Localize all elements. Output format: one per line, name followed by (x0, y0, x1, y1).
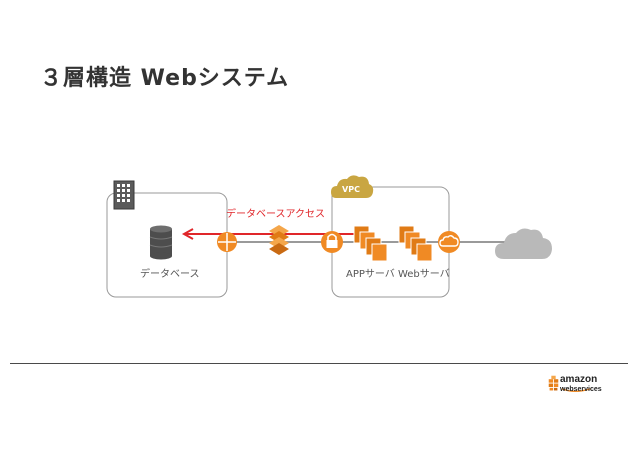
internet-gateway-icon (438, 231, 460, 253)
aws-logo-text: amazon (560, 374, 598, 385)
database-label: データベース (140, 269, 200, 280)
web-server-instances-icon (398, 225, 433, 262)
page-title: ３層構造 Webシステム (40, 66, 290, 91)
vpc-badge-icon (331, 175, 374, 198)
vpc-badge-text: VPC (342, 185, 360, 194)
servers-label: APPサーバ Webサーバ (346, 269, 450, 280)
router-icon (217, 232, 237, 252)
aws-logo-subtext: webservices (560, 386, 602, 393)
internet-cloud-icon (495, 228, 552, 259)
db-access-label: データベースアクセス (226, 209, 325, 220)
aws-logo-icon (548, 375, 591, 393)
storage-gateway-icon (269, 225, 289, 255)
database-icon (149, 225, 173, 260)
footer-divider (10, 363, 628, 364)
vpn-lock-icon (321, 231, 343, 253)
app-server-instances-icon (353, 225, 388, 262)
datacenter-icon (113, 180, 135, 210)
